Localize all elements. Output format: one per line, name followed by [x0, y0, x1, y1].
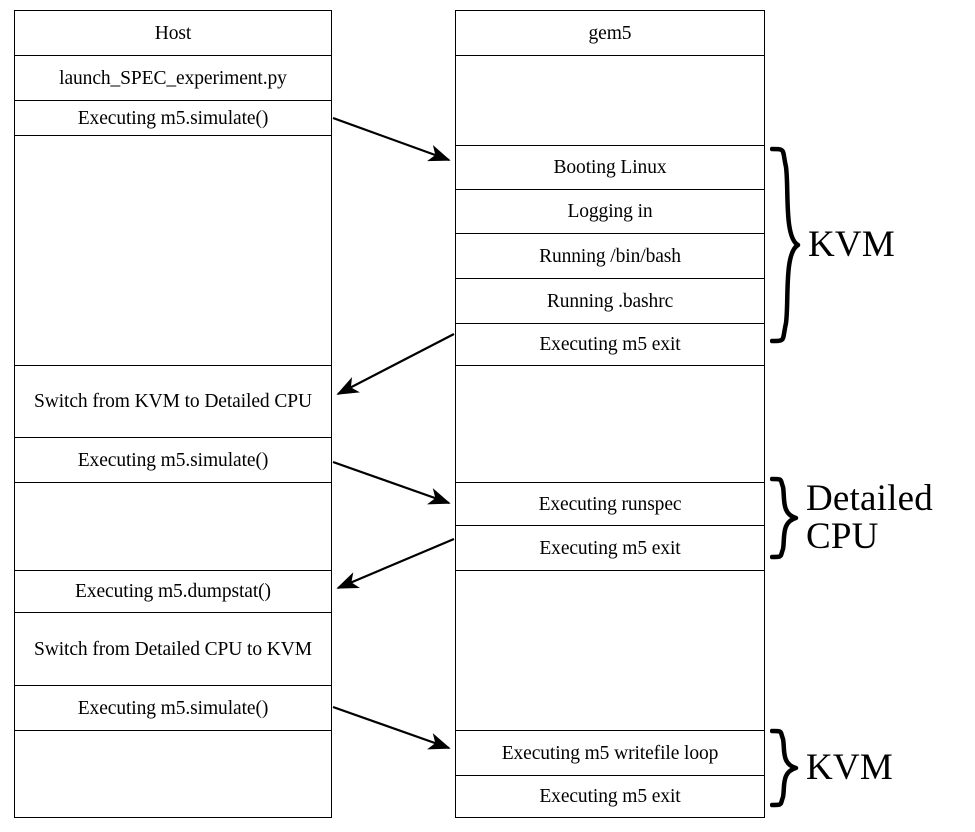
brace-group-kvm-writefile: KVM: [770, 728, 893, 808]
host-switch-detailed-to-kvm-label: Switch from Detailed CPU to KVM: [33, 638, 312, 660]
brace-kvm-boot-label: KVM: [808, 223, 895, 265]
arrow-m5exit2-to-dumpstat: [336, 537, 455, 590]
gem5-row-m5-exit-3: Executing m5 exit: [456, 776, 764, 816]
host-simulate-2-label: Executing m5.simulate(): [77, 449, 269, 471]
arrow-simulate1-to-booting-linux: [332, 116, 451, 162]
gem5-logging-in-label: Logging in: [567, 201, 653, 222]
gem5-running-bash-label: Running /bin/bash: [539, 245, 681, 267]
brace-detailed-cpu-icon: [770, 476, 799, 560]
gem5-m5-exit-2-label: Executing m5 exit: [539, 537, 681, 559]
brace-kvm-writefile-icon: [770, 728, 799, 808]
gem5-column: gem5 Booting Linux Logging in Running /b…: [455, 10, 765, 818]
gem5-row-m5-exit-1: Executing m5 exit: [456, 324, 764, 366]
brace-kvm-boot-icon: [770, 146, 801, 344]
gem5-running-bashrc-label: Running .bashrc: [546, 290, 674, 312]
host-row-launch-script: launch_SPEC_experiment.py: [15, 56, 331, 101]
host-row-header: Host: [15, 11, 331, 56]
gem5-row-spacer-2: [456, 366, 764, 483]
brace-kvm-writefile-label: KVM: [806, 746, 893, 788]
host-row-switch-kvm-to-detailed: Switch from KVM to Detailed CPU: [15, 366, 331, 438]
gem5-m5-exit-1-label: Executing m5 exit: [539, 334, 681, 355]
gem5-booting-linux-label: Booting Linux: [553, 157, 667, 178]
gem5-executing-runspec-label: Executing runspec: [538, 493, 682, 515]
brace-group-detailed-cpu: Detailed CPU: [770, 476, 933, 560]
host-simulate-1-label: Executing m5.simulate(): [77, 107, 269, 129]
host-column: Host launch_SPEC_experiment.py Executing…: [14, 10, 332, 818]
gem5-row-running-bash: Running /bin/bash: [456, 234, 764, 279]
host-row-simulate-3: Executing m5.simulate(): [15, 686, 331, 731]
host-switch-kvm-to-detailed-label: Switch from KVM to Detailed CPU: [33, 391, 312, 412]
gem5-row-header: gem5: [456, 11, 764, 56]
arrow-m5exit1-to-switch-detailed: [336, 333, 455, 395]
gem5-m5-exit-3-label: Executing m5 exit: [539, 785, 681, 807]
gem5-row-running-bashrc: Running .bashrc: [456, 279, 764, 324]
host-dumpstat-label: Executing m5.dumpstat(): [75, 581, 271, 602]
host-row-simulate-2: Executing m5.simulate(): [15, 438, 331, 483]
host-row-dumpstat: Executing m5.dumpstat(): [15, 571, 331, 613]
arrow-simulate2-to-runspec: [332, 460, 451, 505]
gem5-row-booting-linux: Booting Linux: [456, 146, 764, 190]
host-header-label: Host: [154, 22, 192, 44]
gem5-header-label: gem5: [588, 22, 632, 44]
arrow-simulate3-to-writefile-loop: [332, 705, 451, 750]
gem5-row-executing-runspec: Executing runspec: [456, 483, 764, 526]
brace-group-kvm-boot: KVM: [770, 145, 895, 345]
host-row-switch-detailed-to-kvm: Switch from Detailed CPU to KVM: [15, 613, 331, 686]
brace-detailed-cpu-label: Detailed CPU: [806, 477, 933, 557]
host-row-spacer-3: [15, 731, 331, 816]
host-row-spacer-1: [15, 136, 331, 366]
host-row-simulate-1: Executing m5.simulate(): [15, 101, 331, 136]
gem5-row-spacer-3: [456, 571, 764, 731]
host-row-spacer-2: [15, 483, 331, 571]
gem5-row-m5-exit-2: Executing m5 exit: [456, 526, 764, 571]
gem5-row-logging-in: Logging in: [456, 190, 764, 234]
gem5-row-spacer-1: [456, 56, 764, 146]
gem5-row-writefile-loop: Executing m5 writefile loop: [456, 731, 764, 776]
host-simulate-3-label: Executing m5.simulate(): [77, 697, 269, 719]
host-launch-script-label: launch_SPEC_experiment.py: [59, 67, 287, 89]
gem5-writefile-loop-label: Executing m5 writefile loop: [501, 742, 719, 764]
